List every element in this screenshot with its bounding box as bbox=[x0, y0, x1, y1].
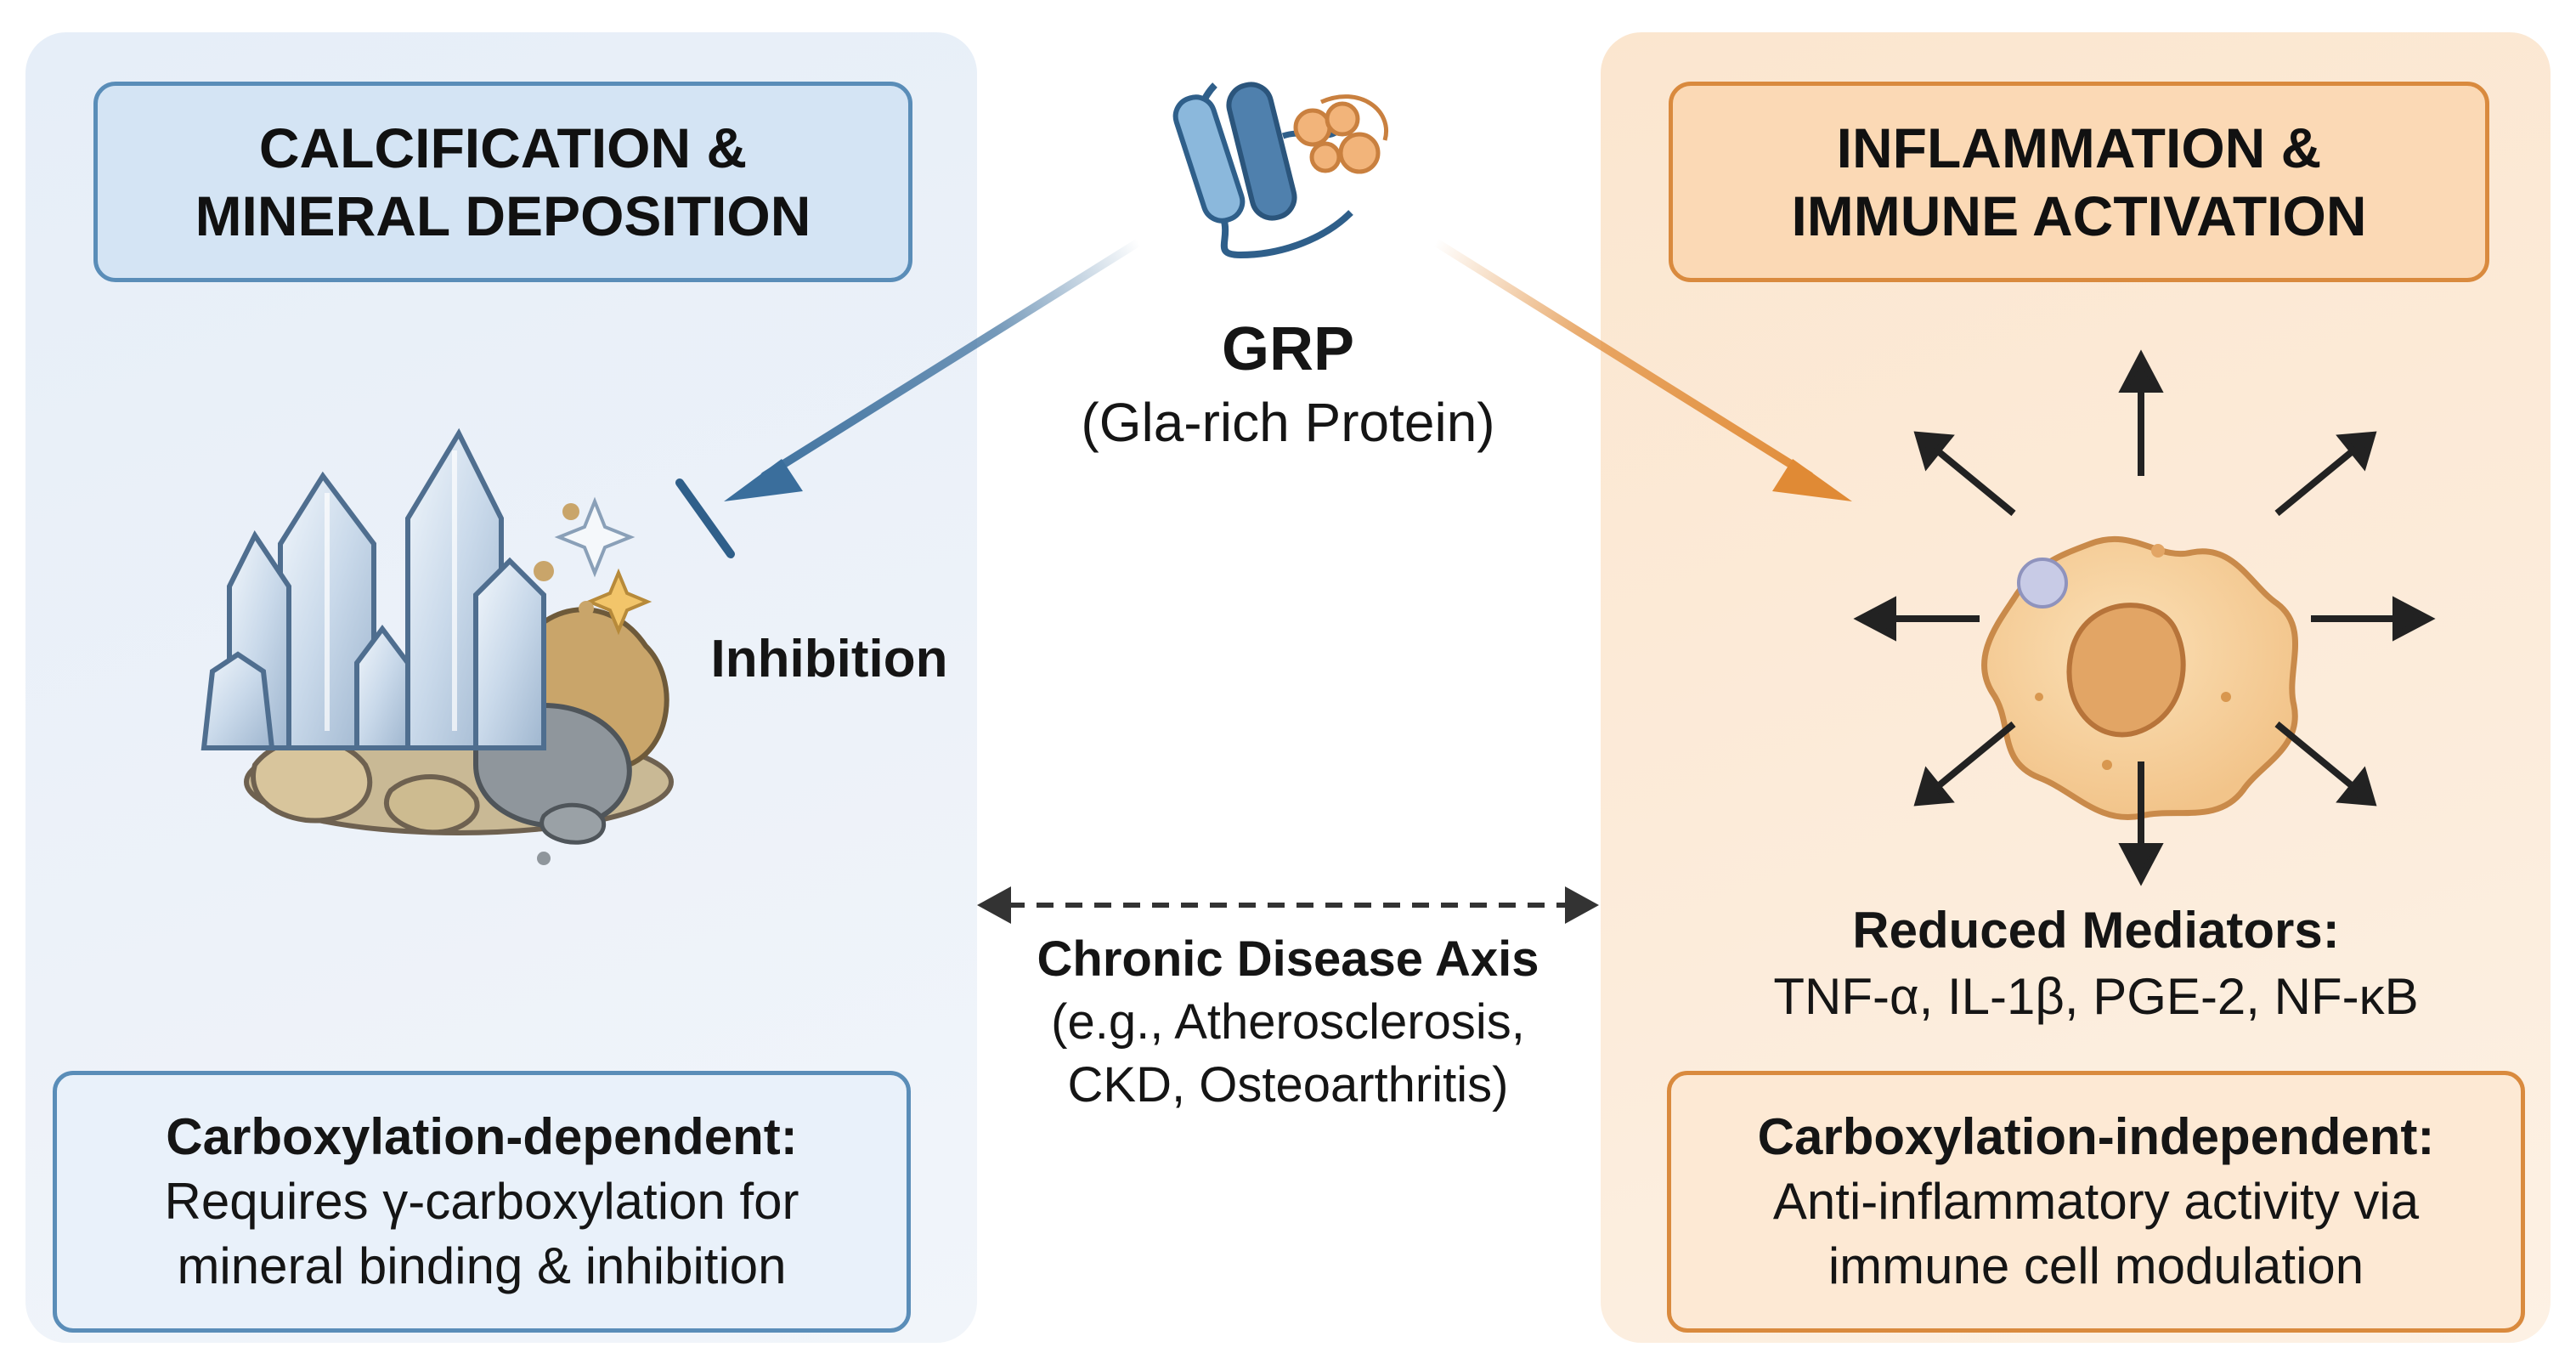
carboxylation-dependent-line2: mineral binding & inhibition bbox=[177, 1237, 787, 1294]
carboxylation-independent-line2: immune cell modulation bbox=[1827, 1237, 2364, 1294]
inflammation-title-line2: IMMUNE ACTIVATION bbox=[1791, 184, 2367, 247]
inhibition-label: Inhibition bbox=[710, 630, 948, 688]
inhibition-arrow bbox=[724, 238, 1143, 501]
activation-arrow bbox=[1432, 238, 1852, 501]
axis-examples-line1: (e.g., Atherosclerosis, bbox=[1051, 994, 1525, 1050]
signal-arrows bbox=[1853, 349, 2436, 886]
carboxylation-independent-line1: Anti-inflammatory activity via bbox=[1772, 1173, 2420, 1230]
inflammation-title-line1: INFLAMMATION & bbox=[1836, 116, 2322, 179]
carboxylation-dependent-box: Carboxylation-dependent: Requires γ-carb… bbox=[53, 1071, 911, 1333]
grp-protein-icon bbox=[1172, 82, 1388, 259]
carboxylation-dependent-line1: Requires γ-carboxylation for bbox=[164, 1173, 799, 1230]
calcification-title-line1: CALCIFICATION & bbox=[258, 116, 748, 179]
axis-examples-line2: CKD, Osteoarthritis) bbox=[1067, 1057, 1509, 1112]
mediators-list: TNF-α, IL-1β, PGE-2, NF-κB bbox=[1773, 968, 2419, 1025]
axis-heading: Chronic Disease Axis bbox=[1037, 931, 1539, 987]
inflammation-title-box: INFLAMMATION & IMMUNE ACTIVATION bbox=[1669, 82, 2489, 282]
crystal-cluster-icon bbox=[201, 427, 674, 865]
immune-cell-icon bbox=[1981, 535, 2298, 821]
grp-name: GRP bbox=[1221, 315, 1355, 383]
calcification-title-box: CALCIFICATION & MINERAL DEPOSITION bbox=[93, 82, 912, 282]
reduced-mediators-label: Reduced Mediators: TNF-α, IL-1β, PGE-2, … bbox=[1667, 897, 2525, 1030]
chronic-disease-axis-label: Chronic Disease Axis (e.g., Atherosclero… bbox=[965, 928, 1611, 1117]
inhibition-bar-icon bbox=[675, 478, 735, 558]
carboxylation-independent-heading: Carboxylation-independent: bbox=[1757, 1108, 2435, 1165]
carboxylation-independent-box: Carboxylation-independent: Anti-inflamma… bbox=[1667, 1071, 2525, 1333]
calcification-title-line2: MINERAL DEPOSITION bbox=[195, 184, 811, 247]
chronic-disease-axis-arrow bbox=[977, 886, 1599, 924]
grp-full-name: (Gla-rich Protein) bbox=[1081, 392, 1495, 453]
carboxylation-dependent-heading: Carboxylation-dependent: bbox=[166, 1108, 798, 1165]
mediators-heading: Reduced Mediators: bbox=[1852, 902, 2340, 959]
